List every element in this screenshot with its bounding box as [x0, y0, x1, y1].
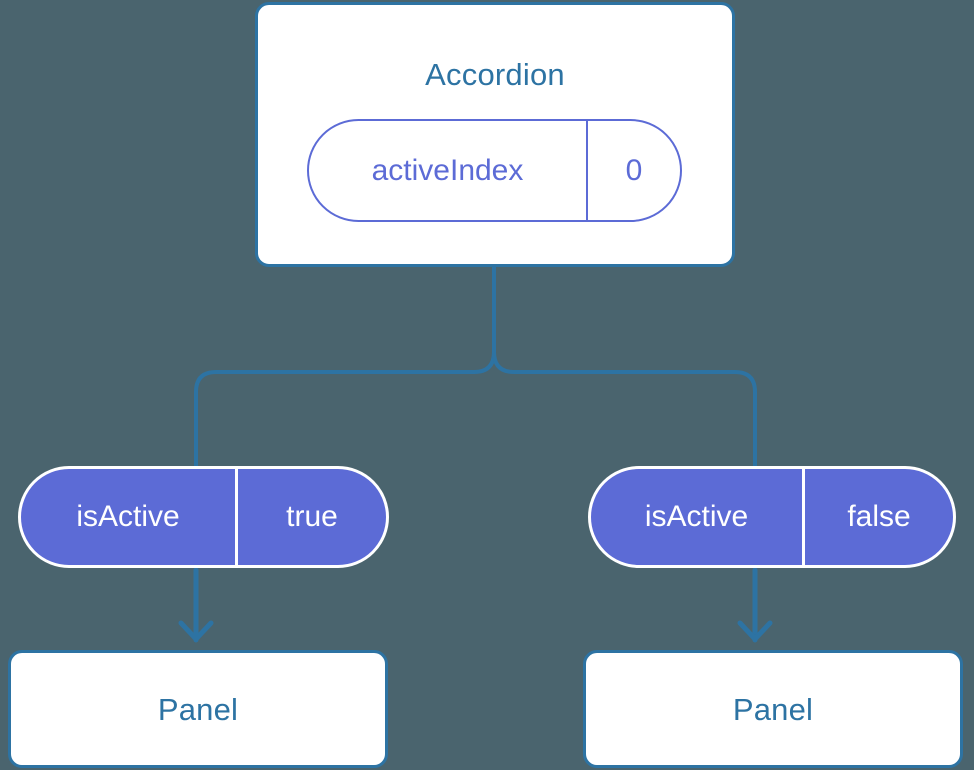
panel-node-right-title: Panel [732, 691, 814, 727]
arrow-right-head-icon [737, 620, 773, 642]
arrow-left-head-icon [178, 620, 214, 642]
state-badge-activeindex[interactable]: activeIndex 0 [307, 119, 682, 222]
prop-badge-isactive-true-value: true [235, 469, 386, 565]
accordion-node-title: Accordion [425, 57, 565, 92]
prop-badge-isactive-false[interactable]: isActive false [588, 466, 956, 568]
prop-badge-isactive-true[interactable]: isActive true [18, 466, 389, 568]
panel-node-left[interactable]: Panel [8, 650, 388, 768]
connector-right-branch [492, 265, 757, 468]
connector-left-branch [194, 265, 496, 468]
panel-node-left-title: Panel [157, 691, 239, 727]
state-badge-activeindex-value: 0 [625, 153, 643, 187]
state-badge-activeindex-key: activeIndex [309, 121, 588, 220]
prop-badge-isactive-false-key: isActive [644, 500, 749, 533]
prop-badge-isactive-true-key: isActive [76, 500, 180, 533]
prop-badge-isactive-false-value: false [802, 469, 953, 565]
panel-node-right[interactable]: Panel [583, 650, 963, 768]
